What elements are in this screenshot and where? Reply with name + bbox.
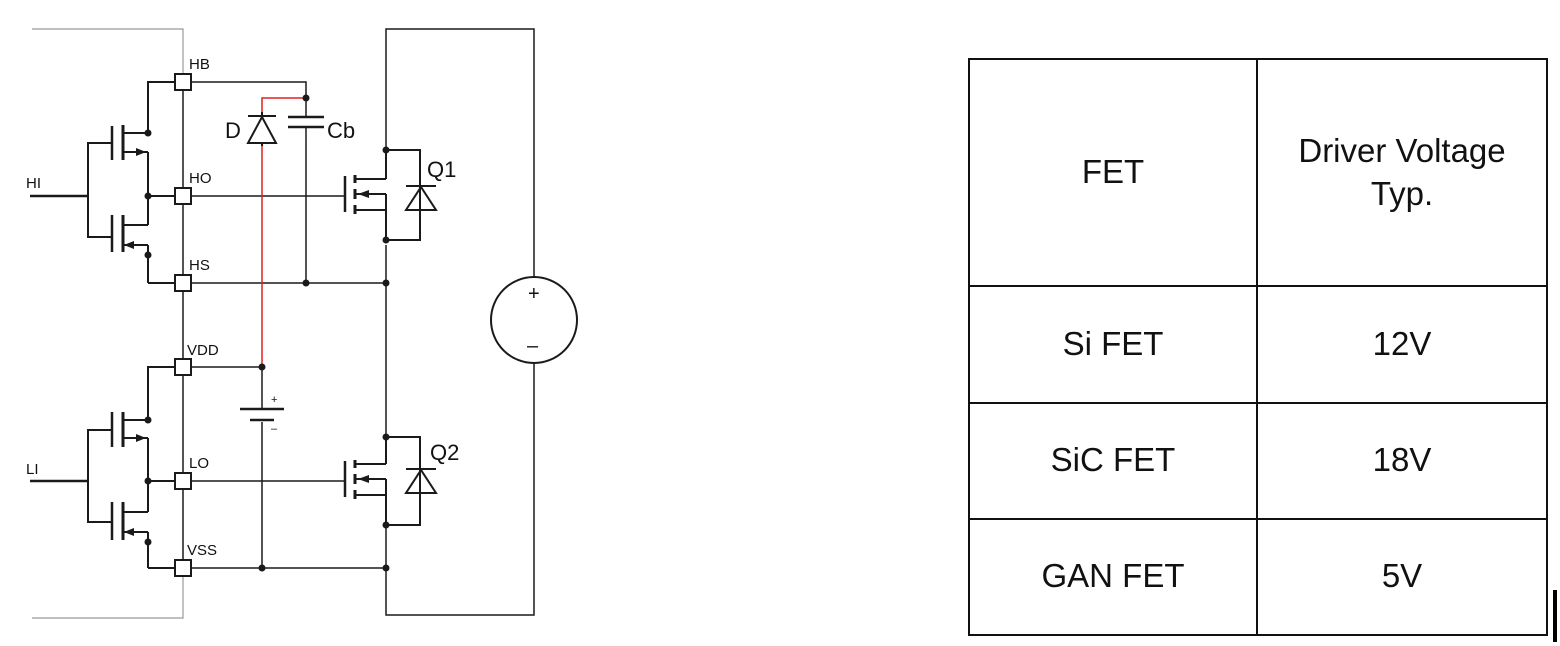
- driver-ic-outline: [32, 28, 184, 619]
- cell-voltage: 12V: [1256, 285, 1548, 404]
- low-side-driver-arrows: [124, 434, 146, 536]
- label-capacitor: Cb: [327, 118, 355, 143]
- cell-fet: Si FET: [968, 285, 1258, 404]
- high-side-driver-mosfets: [30, 81, 175, 284]
- cell-voltage: 5V: [1256, 517, 1548, 637]
- text-cursor-bar: [1553, 590, 1557, 642]
- low-side-driver-dots: [144, 416, 152, 546]
- pin-label-vdd: VDD: [187, 342, 219, 359]
- q2-mosfet: [343, 436, 438, 526]
- pin-label-lo: LO: [189, 455, 209, 472]
- header-voltage-line1: Driver Voltage: [1298, 131, 1506, 169]
- bootstrap-capacitor: [288, 98, 324, 137]
- bootstrap-path: [261, 97, 306, 367]
- pin-label-vss: VSS: [187, 542, 217, 559]
- pin-boxes: [174, 73, 192, 577]
- table-header-row: FET Driver Voltage Typ.: [968, 57, 1548, 288]
- cell-voltage: 18V: [1256, 401, 1548, 520]
- table-row: GAN FET 5V: [968, 517, 1548, 637]
- high-side-driver-arrows: [124, 148, 146, 249]
- external-wiring: [191, 28, 535, 616]
- pin-label-hb: HB: [189, 56, 210, 73]
- q2-arrow: [358, 475, 369, 483]
- table-row: SiC FET 18V: [968, 401, 1548, 520]
- input-label-hi: HI: [26, 175, 41, 192]
- q1-mosfet: [343, 149, 438, 241]
- header-driver-voltage: Driver Voltage Typ.: [1256, 57, 1548, 288]
- high-side-driver-dots: [144, 129, 152, 259]
- gate-driver-schematic: HB HO HS VDD LO VSS HI LI D Cb Q1 Q2 + –…: [26, 28, 578, 619]
- cell-fet: SiC FET: [968, 401, 1258, 520]
- header-voltage-line2: Typ.: [1370, 174, 1434, 212]
- low-side-driver-mosfets: [30, 366, 175, 569]
- input-label-li: LI: [26, 461, 39, 478]
- table-row: Si FET 12V: [968, 285, 1548, 404]
- source-minus-sign: –: [527, 335, 539, 357]
- junction-dots: [258, 94, 390, 572]
- label-diode: D: [225, 118, 241, 143]
- source-plus-sign: +: [528, 283, 540, 305]
- header-fet: FET: [968, 57, 1258, 288]
- label-q1: Q1: [427, 157, 456, 182]
- pin-label-hs: HS: [189, 257, 210, 274]
- label-q2: Q2: [430, 440, 459, 465]
- bootstrap-diode: [246, 112, 278, 146]
- fet-driver-voltage-table: FET Driver Voltage Typ. Si FET 12V SiC F…: [968, 57, 1548, 637]
- pin-label-ho: HO: [189, 170, 212, 187]
- battery-plus-sign: +: [271, 394, 277, 406]
- q1-arrow: [358, 190, 369, 198]
- cell-fet: GAN FET: [968, 517, 1258, 637]
- dc-voltage-source: [490, 276, 578, 364]
- battery-minus-sign: –: [271, 423, 278, 435]
- vdd-battery: [240, 407, 284, 422]
